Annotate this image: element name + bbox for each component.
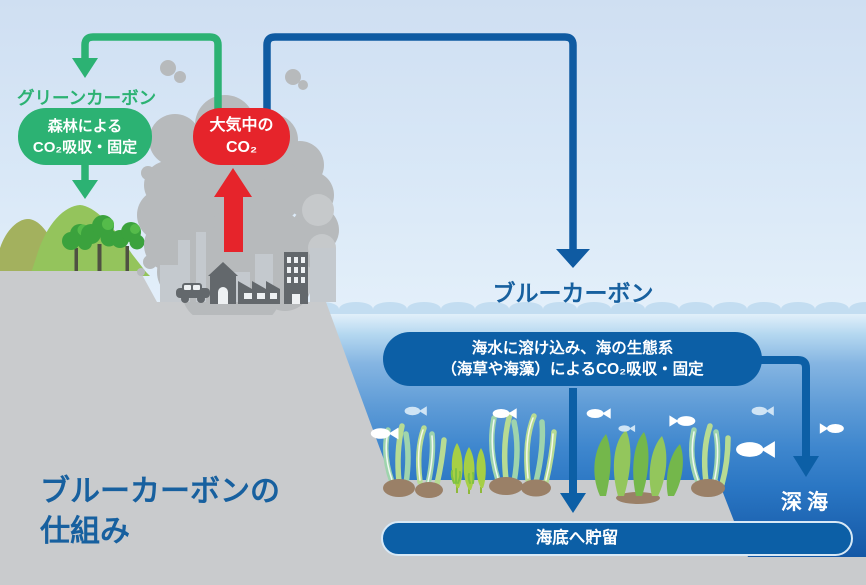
city-skyline-illustration [176,252,308,304]
sea-surface-wave [305,302,866,314]
fish-icon [492,408,517,419]
forest-box-line1: 森林による [47,117,123,135]
seabed-storage-box: 海底へ貯留 [381,521,853,556]
atmosphere-co2-box: 大気中の CO₂ [193,108,290,165]
ocean-box-line2: （海草や海藻）によるCO₂吸収・固定 [441,361,704,378]
diagram-title-line2: 仕組み [40,515,130,548]
fish-icon [618,424,636,433]
atmosphere-box-line2: CO₂ [225,138,258,156]
ocean-absorption-box: 海水に溶け込み、海の生態系 （海草や海藻）によるCO₂吸収・固定 [383,332,762,386]
seagrass-illustration [383,423,447,498]
seabed-storage-label: 海底へ貯留 [535,529,619,547]
green-carbon-label: グリーンカーボン [17,88,157,108]
seagrass-illustration [489,412,557,497]
sprouts-illustration [450,468,475,484]
diagram-title: ブルーカーボンの 仕組み [40,472,280,552]
fish-icon [736,441,775,458]
seagrass-illustration [689,423,731,497]
fish-icon [669,415,696,427]
fish-icon [370,427,399,440]
deep-sea-label: 深海 [781,491,833,514]
ocean-box-line1: 海水に溶け込み、海の生態系 [471,340,674,357]
cliff-land [0,271,430,585]
fish-icon [819,423,844,434]
fish-icon [586,408,611,419]
diagram-title-line1: ブルーカーボンの [40,475,280,508]
forest-box-line2: CO₂吸収・固定 [32,138,138,156]
forest-absorption-box: 森林による CO₂吸収・固定 [18,108,152,165]
trees-illustration [62,215,145,272]
fish-icon [751,406,774,416]
blue-carbon-label: ブルーカーボン [492,280,654,306]
co2-emission-arrow [214,168,252,252]
fish-icon [404,406,427,416]
atmosphere-box-line1: 大気中の [209,116,274,134]
seaweed-large-illustration [594,430,683,504]
